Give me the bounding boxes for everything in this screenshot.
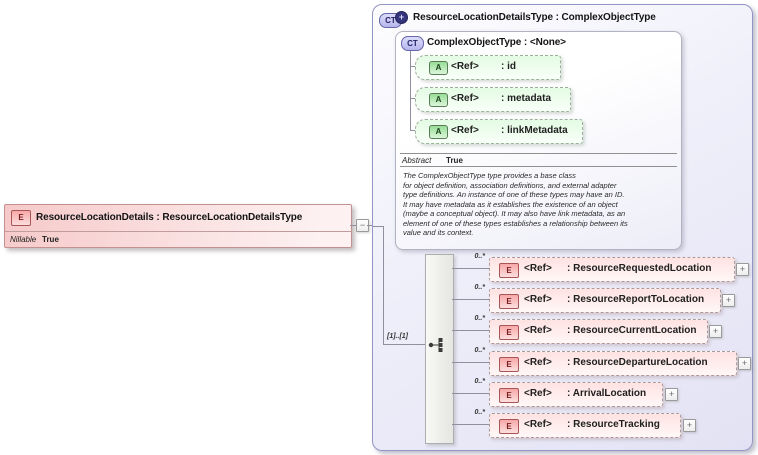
element-icon: E	[11, 210, 31, 226]
connector-line	[452, 424, 489, 425]
basetype-box-complexobjecttype[interactable]: CT ComplexObjectType : <None> A <Ref> : …	[395, 31, 682, 250]
nillable-label: Nillable	[10, 235, 37, 244]
ct-icon: CT	[401, 36, 424, 51]
element-row-arrivallocation[interactable]: E <Ref> : ArrivalLocation	[489, 382, 663, 407]
sequence-icon	[428, 338, 443, 352]
divider	[5, 231, 351, 232]
connector-line	[373, 226, 383, 227]
abstract-label: Abstract	[402, 156, 432, 165]
element-icon: E	[499, 325, 519, 340]
expand-toggle[interactable]: +	[736, 263, 749, 276]
occurs-label: 0..*	[474, 409, 485, 416]
occurs-label: 0..*	[474, 315, 485, 322]
annotation-line: value and its context.	[403, 228, 474, 237]
attribute-row-id[interactable]: A <Ref> : id	[415, 55, 561, 80]
attribute-ref: <Ref>	[451, 125, 479, 136]
basetype-title: ComplexObjectType : <None>	[427, 37, 566, 48]
attribute-name: : linkMetadata	[501, 125, 568, 136]
element-row-resourcecurrentlocation[interactable]: E <Ref> : ResourceCurrentLocation	[489, 319, 708, 344]
occurs-label: 0..*	[474, 378, 485, 385]
element-name: : ResourceTracking	[567, 419, 660, 430]
attribute-icon: A	[429, 61, 448, 75]
occurs-label: 0..*	[474, 347, 485, 354]
annotation-line: (maybe a conceptual object). It may also…	[403, 209, 626, 218]
element-name: : ResourceReportToLocation	[567, 294, 705, 305]
element-ref: <Ref>	[524, 388, 552, 399]
sequence-cardinality: [1]..[1]	[387, 333, 408, 340]
abstract-value: True	[446, 156, 463, 165]
element-row-resourcerequestedlocation[interactable]: E <Ref> : ResourceRequestedLocation	[489, 257, 735, 282]
attribute-row-metadata[interactable]: A <Ref> : metadata	[415, 87, 571, 112]
attribute-name: : id	[501, 61, 516, 72]
annotation-text: The ComplexObjectType type provides a ba…	[403, 171, 677, 238]
divider	[400, 166, 677, 167]
element-icon: E	[499, 388, 519, 403]
element-row-resourcereporttolocation[interactable]: E <Ref> : ResourceReportToLocation	[489, 288, 721, 313]
complextype-container: CT + ResourceLocationDetailsType : Compl…	[372, 4, 753, 451]
complextype-derived-icon: CT +	[379, 10, 408, 28]
attribute-ref: <Ref>	[451, 93, 479, 104]
annotation-line: for object definition, association defin…	[403, 180, 617, 190]
complextype-title: ResourceLocationDetailsType : ComplexObj…	[413, 12, 656, 23]
element-icon: E	[499, 357, 519, 372]
expand-toggle[interactable]: +	[665, 388, 678, 401]
attr-tree-line	[410, 66, 416, 67]
annotation-line: element of one of these types establishe…	[403, 218, 628, 228]
attribute-name: : metadata	[501, 93, 552, 104]
connector-line	[452, 393, 489, 394]
attribute-icon: A	[429, 125, 448, 139]
element-ref: <Ref>	[524, 325, 552, 336]
connector-line	[452, 330, 489, 331]
attr-tree-line	[410, 51, 411, 130]
element-row-resourcedeparturelocation[interactable]: E <Ref> : ResourceDepartureLocation	[489, 351, 737, 376]
connector-line	[383, 344, 425, 345]
element-name: : ResourceRequestedLocation	[567, 263, 712, 274]
nillable-value: True	[42, 235, 59, 244]
expand-toggle[interactable]: +	[709, 325, 722, 338]
element-ref: <Ref>	[524, 263, 552, 274]
element-name: : ResourceCurrentLocation	[567, 325, 697, 336]
element-box-resourcelocationdetails[interactable]: E ResourceLocationDetails : ResourceLoca…	[4, 204, 352, 248]
expand-toggle[interactable]: +	[683, 419, 696, 432]
connector-line	[350, 225, 357, 226]
attribute-row-linkmetadata[interactable]: A <Ref> : linkMetadata	[415, 119, 583, 144]
element-title: ResourceLocationDetails : ResourceLocati…	[36, 212, 303, 223]
expand-toggle[interactable]: +	[722, 294, 735, 307]
connector-line	[383, 226, 384, 345]
occurs-label: 0..*	[474, 253, 485, 260]
connector-line	[452, 299, 489, 300]
element-ref: <Ref>	[524, 294, 552, 305]
plus-badge-icon: +	[395, 11, 408, 24]
annotation-line: The ComplexObjectType type provides a ba…	[403, 171, 576, 180]
element-name: : ArrivalLocation	[567, 388, 647, 399]
element-icon: E	[499, 263, 519, 278]
element-row-resourcetracking[interactable]: E <Ref> : ResourceTracking	[489, 413, 681, 438]
connector-line	[452, 268, 489, 269]
attr-tree-line	[410, 130, 416, 131]
attr-tree-line	[410, 98, 416, 99]
divider	[400, 153, 677, 154]
element-name: : ResourceDepartureLocation	[567, 357, 708, 368]
occurs-label: 0..*	[474, 284, 485, 291]
connector-line	[367, 225, 373, 226]
element-ref: <Ref>	[524, 419, 552, 430]
attribute-ref: <Ref>	[451, 61, 479, 72]
annotation-line: type definitions. An instance of one of …	[403, 190, 625, 199]
connector-line	[452, 362, 489, 363]
element-icon: E	[499, 419, 519, 434]
element-icon: E	[499, 294, 519, 309]
expand-toggle[interactable]: +	[738, 357, 751, 370]
attribute-icon: A	[429, 93, 448, 107]
element-ref: <Ref>	[524, 357, 552, 368]
annotation-line: It may have metadata as it establishes t…	[403, 199, 618, 209]
